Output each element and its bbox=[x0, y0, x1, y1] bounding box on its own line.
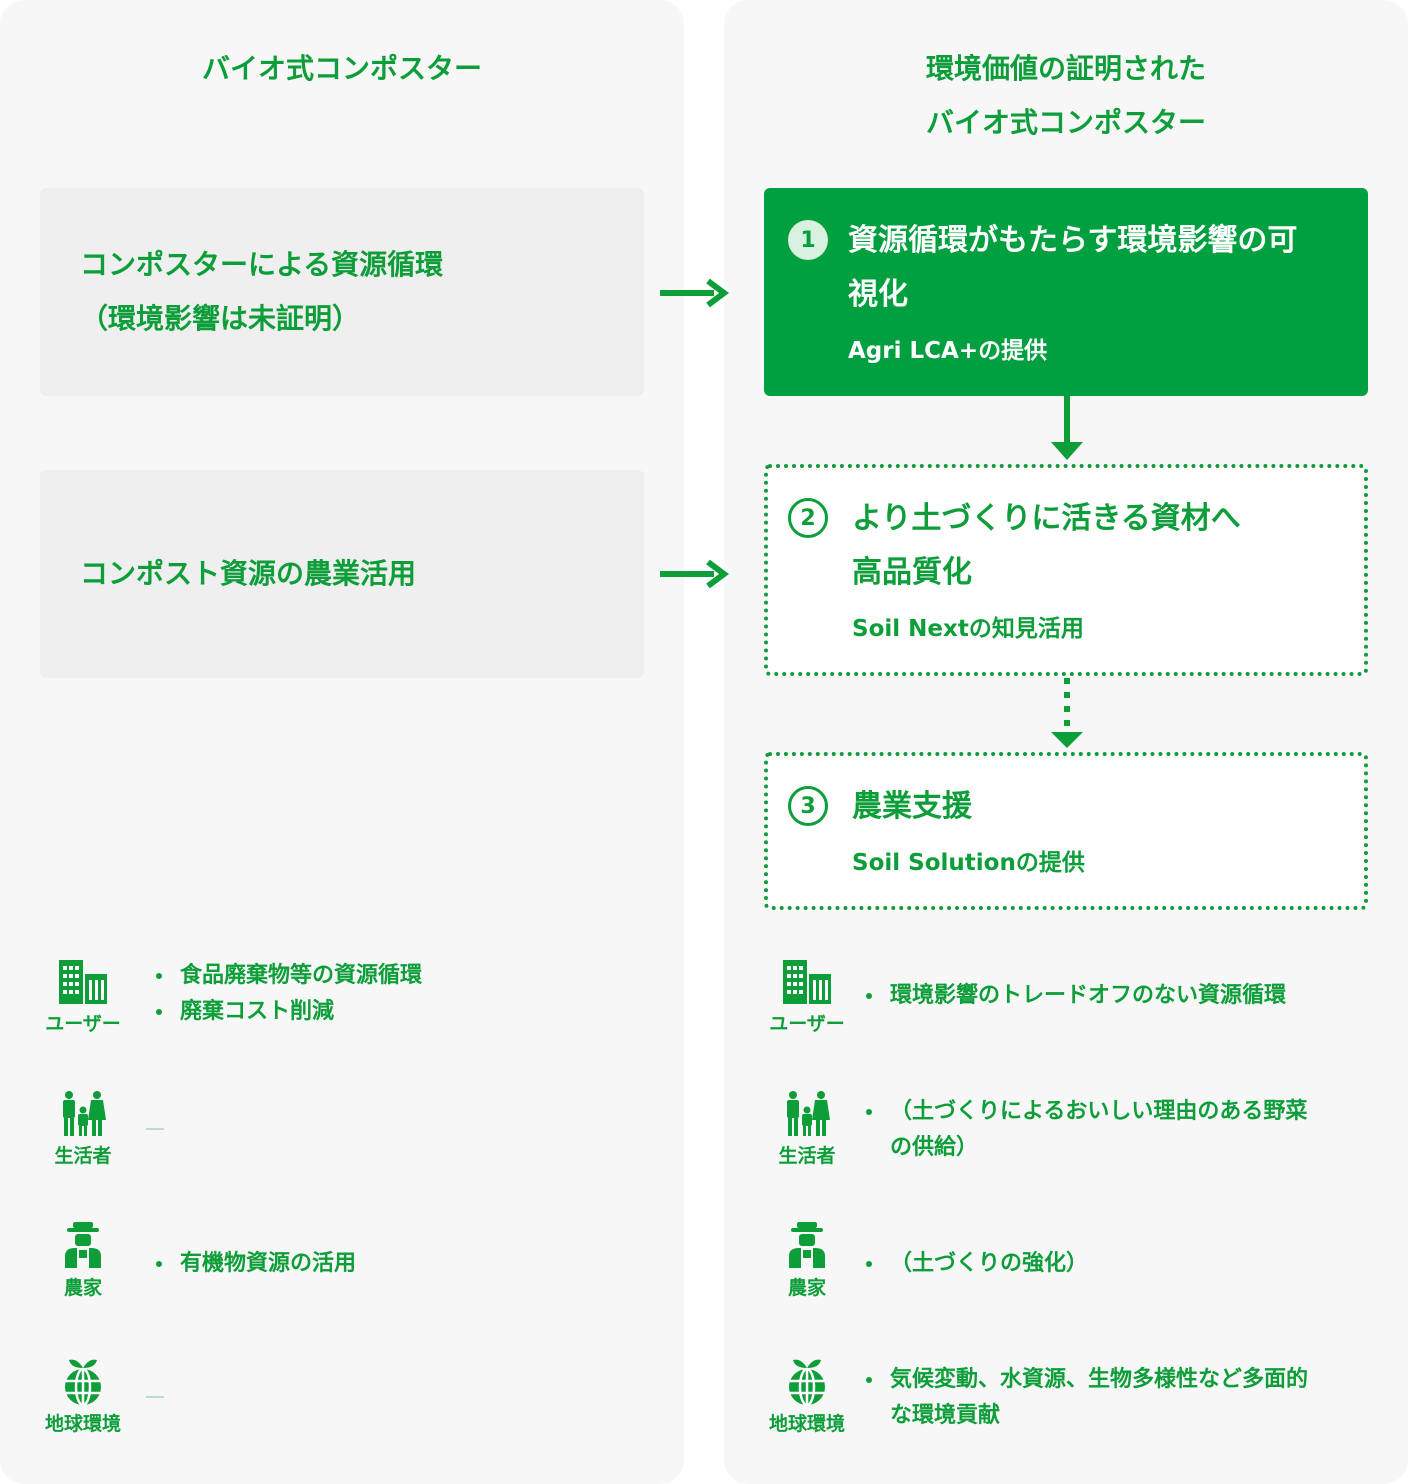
family-icon bbox=[63, 1091, 106, 1136]
persona-user: ユーザー bbox=[752, 958, 862, 1036]
step-1-box: 1 資源循環がもたらす環境影響の可 視化 Agri LCA+の提供 bbox=[764, 188, 1368, 396]
step-subtitle: Agri LCA+の提供 bbox=[848, 338, 1048, 364]
dotted-arrow-down-icon bbox=[1051, 678, 1083, 748]
right-user-benefits: 環境影響のトレードオフのない資源循環 bbox=[864, 978, 1286, 1014]
list-item: 気候変動、水資源、生物多様性など多面的 な環境貢献 bbox=[864, 1362, 1308, 1434]
persona-earth: 地球環境 bbox=[752, 1356, 862, 1436]
persona-farmer: 農家 bbox=[28, 1222, 138, 1300]
persona-earth: 地球環境 bbox=[28, 1356, 138, 1436]
step-subtitle: Soil Solutionの提供 bbox=[852, 850, 1085, 876]
step-title: 資源循環がもたらす環境影響の可 視化 bbox=[848, 223, 1298, 312]
step-number-badge: 1 bbox=[788, 220, 828, 260]
list-item: 廃棄コスト削減 bbox=[154, 994, 422, 1030]
left-box-agricultural-use: コンポスト資源の農業活用 bbox=[40, 470, 644, 678]
step-number-badge: 3 bbox=[788, 786, 828, 826]
step-2-box: 2 より土づくりに活きる資材へ 高品質化 Soil Nextの知見活用 bbox=[764, 464, 1368, 676]
right-earth-benefits: 気候変動、水資源、生物多様性など多面的 な環境貢献 bbox=[864, 1362, 1308, 1434]
globe-sprout-icon bbox=[789, 1359, 825, 1406]
left-box-line: （環境影響は未証明） bbox=[80, 302, 361, 335]
building-icon bbox=[59, 960, 107, 1004]
step-subtitle: Soil Nextの知見活用 bbox=[852, 616, 1084, 642]
step-title: より土づくりに活きる資材へ 高品質化 bbox=[852, 501, 1241, 590]
list-item: （土づくりの強化） bbox=[864, 1246, 1088, 1282]
building-icon bbox=[783, 960, 831, 1004]
arrow-right-icon bbox=[660, 559, 729, 589]
arrow-down-icon bbox=[1051, 396, 1083, 460]
step-number-badge: 2 bbox=[788, 498, 828, 538]
farmer-icon bbox=[789, 1222, 825, 1268]
left-column-title: バイオ式コンポスター bbox=[201, 52, 482, 85]
persona-consumer: 生活者 bbox=[28, 1090, 138, 1168]
left-user-benefits: 食品廃棄物等の資源循環 廃棄コスト削減 bbox=[154, 958, 422, 1030]
step-3-box: 3 農業支援 Soil Solutionの提供 bbox=[764, 752, 1368, 910]
step-title: 農業支援 bbox=[852, 789, 972, 824]
persona-user: ユーザー bbox=[28, 958, 138, 1036]
family-icon bbox=[787, 1091, 830, 1136]
list-item: 有機物資源の活用 bbox=[154, 1246, 356, 1282]
globe-sprout-icon bbox=[65, 1359, 101, 1406]
arrow-right-icon bbox=[660, 278, 729, 308]
persona-farmer: 農家 bbox=[752, 1222, 862, 1300]
no-benefit-dash bbox=[146, 1396, 164, 1398]
left-farmer-benefits: 有機物資源の活用 bbox=[154, 1246, 356, 1282]
no-benefit-dash bbox=[146, 1128, 164, 1130]
left-box-line: コンポスト資源の農業活用 bbox=[80, 557, 417, 590]
left-box-line: コンポスターによる資源循環 bbox=[80, 248, 444, 281]
right-consumer-benefits: （土づくりによるおいしい理由のある野菜 の供給） bbox=[864, 1094, 1307, 1166]
right-column-title: 環境価値の証明された バイオ式コンポスター bbox=[925, 52, 1206, 139]
farmer-icon bbox=[65, 1222, 101, 1268]
list-item: 食品廃棄物等の資源循環 bbox=[154, 958, 422, 994]
list-item: 環境影響のトレードオフのない資源循環 bbox=[864, 978, 1286, 1014]
left-box-resource-circulation: コンポスターによる資源循環 （環境影響は未証明） bbox=[40, 188, 644, 396]
right-farmer-benefits: （土づくりの強化） bbox=[864, 1246, 1088, 1282]
persona-consumer: 生活者 bbox=[752, 1090, 862, 1168]
list-item: （土づくりによるおいしい理由のある野菜 の供給） bbox=[864, 1094, 1307, 1166]
